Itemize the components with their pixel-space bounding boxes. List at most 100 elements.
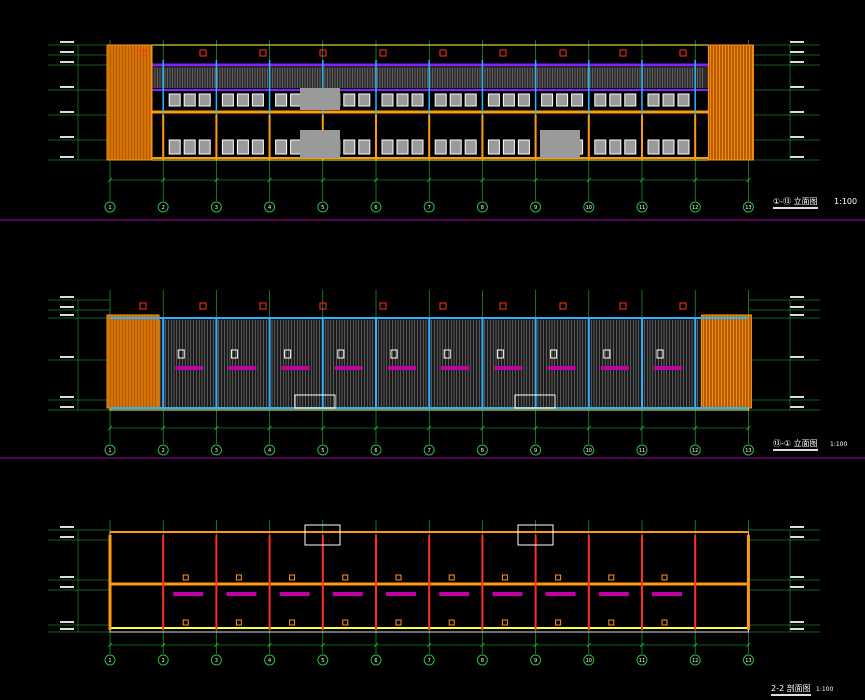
dimension-tick xyxy=(480,177,485,183)
dimension-tick xyxy=(107,177,113,183)
node xyxy=(289,574,296,581)
node xyxy=(342,619,349,626)
roof-vent xyxy=(499,302,507,310)
dimension-tick xyxy=(160,425,166,431)
level-text xyxy=(60,406,74,408)
window xyxy=(434,93,447,107)
node xyxy=(501,574,508,581)
axis-bubble xyxy=(423,201,435,213)
dimension-tick xyxy=(160,177,166,183)
axis-bubble xyxy=(210,654,222,666)
axis-label: 6 xyxy=(374,448,377,454)
axis-bubble xyxy=(742,201,754,213)
level-text xyxy=(60,314,74,316)
window xyxy=(343,139,356,155)
dimension-tick xyxy=(373,642,379,648)
axis-bubble xyxy=(210,444,222,456)
roof-vent xyxy=(619,49,627,57)
roof-vent xyxy=(139,302,147,310)
level-text xyxy=(60,296,74,298)
signage-band xyxy=(388,366,416,370)
axis-bubble xyxy=(476,444,488,456)
window xyxy=(624,93,637,107)
dimension-tick xyxy=(692,177,698,183)
marker xyxy=(177,349,185,359)
window xyxy=(358,93,371,107)
axis-bubble xyxy=(157,654,169,666)
signage-band xyxy=(600,366,629,370)
level-text xyxy=(790,628,804,630)
node xyxy=(448,574,455,581)
signage-band xyxy=(547,366,576,370)
level-text xyxy=(790,306,804,308)
entrance-canopy xyxy=(294,394,336,409)
beam-band xyxy=(279,592,310,596)
axis-label: 9 xyxy=(534,658,537,664)
window xyxy=(396,139,409,155)
dimension-tick xyxy=(746,177,751,183)
beam-band xyxy=(386,592,416,596)
dimension-tick xyxy=(586,642,592,648)
window xyxy=(183,139,196,155)
window xyxy=(396,93,409,107)
level-text xyxy=(790,586,804,588)
panel-2-title: ⑬-① 立面图 xyxy=(773,438,818,451)
window xyxy=(449,93,462,107)
level-text xyxy=(790,86,804,88)
node xyxy=(395,574,402,581)
level-text xyxy=(790,536,804,538)
level-text xyxy=(790,396,804,398)
axis-bubble xyxy=(264,201,276,213)
panel-2-scale: 1:100 xyxy=(830,441,848,448)
signage-band xyxy=(281,366,310,370)
axis-bubble xyxy=(476,654,488,666)
hatched-end-bay xyxy=(707,44,754,161)
axis-bubble xyxy=(157,444,169,456)
window xyxy=(662,93,675,107)
window xyxy=(594,93,607,107)
window xyxy=(198,93,211,107)
window xyxy=(343,93,356,107)
window xyxy=(677,139,690,155)
window xyxy=(168,93,181,107)
axis-label: 4 xyxy=(268,448,271,454)
dimension-tick xyxy=(533,425,538,431)
axis-label: 4 xyxy=(268,658,271,664)
dimension-tick xyxy=(586,425,592,431)
roof-vent xyxy=(319,49,327,57)
marker xyxy=(443,349,451,359)
window xyxy=(594,139,607,155)
window xyxy=(221,93,234,107)
dimension-tick xyxy=(267,177,272,183)
window xyxy=(198,139,211,155)
window xyxy=(183,93,196,107)
window xyxy=(624,139,637,155)
dimension-tick xyxy=(639,425,645,431)
axis-label: 6 xyxy=(374,205,377,211)
window xyxy=(411,139,424,155)
axis-label: 3 xyxy=(215,205,218,211)
beam-band xyxy=(173,592,204,596)
roof-vent xyxy=(319,302,327,310)
window xyxy=(464,139,477,155)
dimension-tick xyxy=(214,642,219,648)
node xyxy=(395,619,402,626)
window xyxy=(449,139,462,155)
axis-bubble xyxy=(583,444,595,456)
axis-bubble xyxy=(104,654,116,666)
window xyxy=(502,93,515,107)
axis-label: 11 xyxy=(639,658,645,664)
roof-vent xyxy=(199,302,207,310)
window xyxy=(541,93,554,107)
signage-band xyxy=(654,366,682,370)
dimension-tick xyxy=(533,642,538,648)
level-text xyxy=(60,526,74,528)
roof-vent xyxy=(559,302,567,310)
node xyxy=(608,574,615,581)
window xyxy=(381,139,394,155)
level-text xyxy=(60,111,74,113)
axis-label: 9 xyxy=(534,205,537,211)
axis-bubble xyxy=(423,444,435,456)
axis-bubble xyxy=(104,444,116,456)
axis-label: 8 xyxy=(481,448,484,454)
